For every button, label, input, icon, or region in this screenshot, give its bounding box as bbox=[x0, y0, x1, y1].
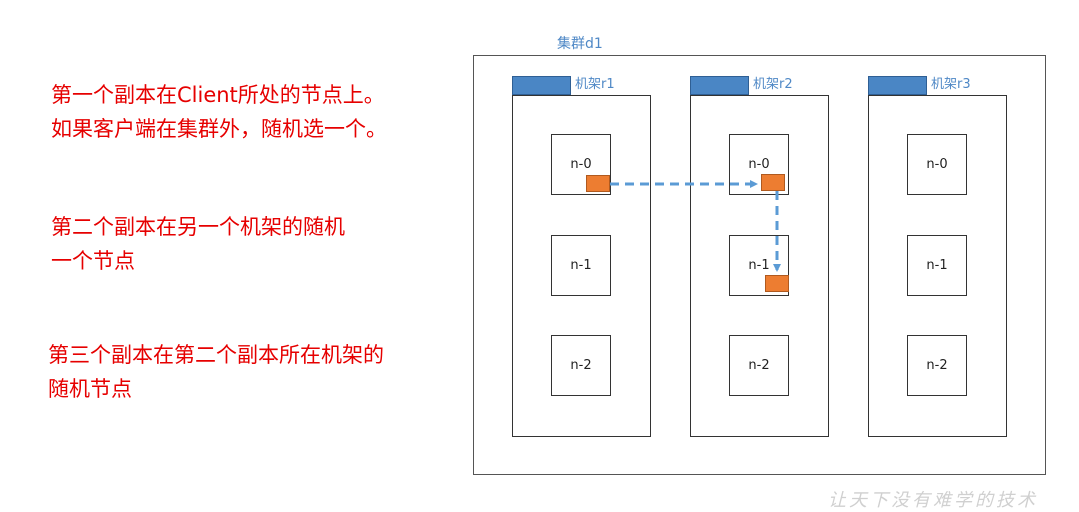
cluster-label: 集群d1 bbox=[557, 36, 603, 52]
rack-label-r2: 机架r2 bbox=[753, 77, 793, 92]
rack-r3 bbox=[868, 95, 1007, 437]
note-line: 第二个副本在另一个机架的随机 bbox=[51, 215, 345, 239]
replica-block-3 bbox=[765, 275, 789, 292]
node-r3-n2: n-2 bbox=[907, 335, 967, 396]
node-r2-n2: n-2 bbox=[729, 335, 789, 396]
node-r1-n2: n-2 bbox=[551, 335, 611, 396]
note-line: 如果客户端在集群外，随机选一个。 bbox=[51, 117, 387, 141]
rack-header-r3 bbox=[868, 76, 927, 95]
cluster-box bbox=[473, 55, 1046, 475]
replica-rule-3: 第三个副本在第二个副本所在机架的 随机节点 bbox=[48, 338, 384, 406]
node-r1-n0: n-0 bbox=[551, 134, 611, 195]
replica-block-2 bbox=[761, 174, 785, 191]
rack-header-r2 bbox=[690, 76, 749, 95]
node-r1-n1: n-1 bbox=[551, 235, 611, 296]
watermark: 让天下没有难学的技术 bbox=[828, 490, 1038, 511]
replica-rule-1: 第一个副本在Client所处的节点上。 如果客户端在集群外，随机选一个。 bbox=[51, 78, 387, 146]
note-line: 第三个副本在第二个副本所在机架的 bbox=[48, 343, 384, 367]
rack-r2 bbox=[690, 95, 829, 437]
replica-block-1 bbox=[586, 175, 610, 192]
note-line: 随机节点 bbox=[48, 377, 132, 401]
rack-header-r1 bbox=[512, 76, 571, 95]
replica-rule-2: 第二个副本在另一个机架的随机 一个节点 bbox=[51, 210, 345, 278]
rack-label-r3: 机架r3 bbox=[931, 77, 971, 92]
rack-r1 bbox=[512, 95, 651, 437]
note-line: 一个节点 bbox=[51, 249, 135, 273]
rack-label-r1: 机架r1 bbox=[575, 77, 615, 92]
node-r3-n1: n-1 bbox=[907, 235, 967, 296]
note-line: 第一个副本在Client所处的节点上。 bbox=[51, 83, 385, 107]
node-r3-n0: n-0 bbox=[907, 134, 967, 195]
